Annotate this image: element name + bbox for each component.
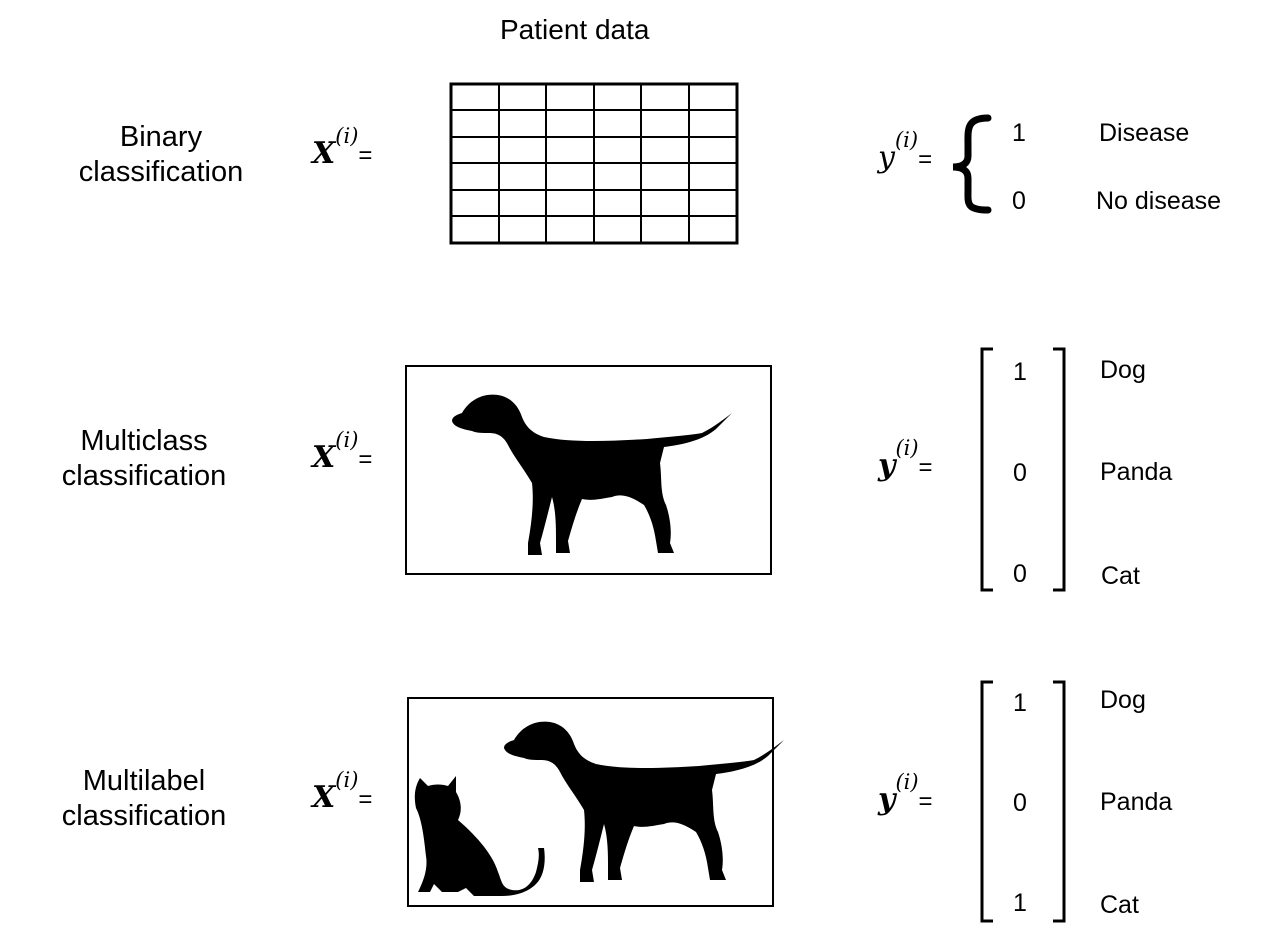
curly-brace-icon (952, 114, 992, 214)
x-superscript: (i) (335, 768, 359, 792)
row-label-line1: Multilabel (82, 765, 206, 797)
multiclass-target-bracket (980, 347, 1066, 592)
x-symbol: X (312, 780, 336, 815)
dog-silhouette-icon (452, 394, 732, 555)
y-superscript: (i) (895, 436, 919, 460)
target-value: 0 (1012, 187, 1026, 215)
x-input-symbol: X(i)= (312, 428, 373, 475)
y-symbol: y (878, 140, 895, 175)
target-label: Panda (1100, 458, 1173, 486)
x-input-symbol: X(i)= (312, 768, 373, 815)
multilabel-image-frame (407, 697, 774, 907)
dog-silhouette-icon (504, 721, 784, 882)
multilabel-classification-label: Multilabel classification (39, 764, 249, 834)
target-label: No disease (1096, 187, 1222, 215)
y-output-symbol: y(i)= (878, 770, 933, 817)
x-symbol: X (312, 440, 336, 475)
multiclass-image-frame (405, 365, 772, 575)
equals-sign: = (918, 454, 933, 481)
binary-classification-label: Binary classification (56, 120, 266, 190)
target-value: 1 (1013, 889, 1027, 917)
row-label-line2: classification (61, 800, 227, 832)
x-superscript: (i) (335, 428, 359, 452)
target-label: Dog (1100, 356, 1146, 384)
target-value: 0 (1013, 459, 1027, 487)
patient-data-grid (449, 82, 739, 245)
y-output-symbol: y(i)= (878, 128, 933, 175)
target-label: Cat (1101, 562, 1140, 590)
equals-sign: = (358, 446, 373, 473)
target-label: Dog (1100, 686, 1146, 714)
multilabel-target-bracket (980, 680, 1066, 923)
target-label: Disease (1099, 119, 1190, 147)
target-value: 1 (1013, 358, 1027, 386)
target-label: Cat (1100, 891, 1139, 919)
equals-sign: = (918, 146, 933, 173)
x-superscript: (i) (335, 124, 359, 148)
target-value: 0 (1013, 789, 1027, 817)
y-symbol: y (878, 448, 896, 483)
target-label: Panda (1100, 788, 1173, 816)
patient-data-label: Patient data (500, 14, 650, 45)
target-value: 1 (1012, 119, 1026, 147)
target-value: 0 (1013, 560, 1027, 588)
multiclass-classification-label: Multiclass classification (39, 424, 249, 494)
cat-silhouette-icon (414, 776, 545, 896)
target-value: 1 (1013, 689, 1027, 717)
equals-sign: = (918, 788, 933, 815)
x-symbol: X (312, 136, 336, 171)
y-output-symbol: y(i)= (878, 436, 933, 483)
row-label-line2: classification (61, 460, 227, 492)
row-label-line1: Multiclass (80, 425, 208, 457)
y-superscript: (i) (895, 770, 919, 794)
row-label-line1: Binary (119, 121, 203, 153)
x-input-symbol: X(i)= (312, 124, 373, 171)
y-symbol: y (878, 782, 896, 817)
equals-sign: = (358, 786, 373, 813)
equals-sign: = (358, 142, 373, 169)
y-superscript: (i) (894, 128, 919, 152)
row-label-line2: classification (78, 156, 244, 188)
